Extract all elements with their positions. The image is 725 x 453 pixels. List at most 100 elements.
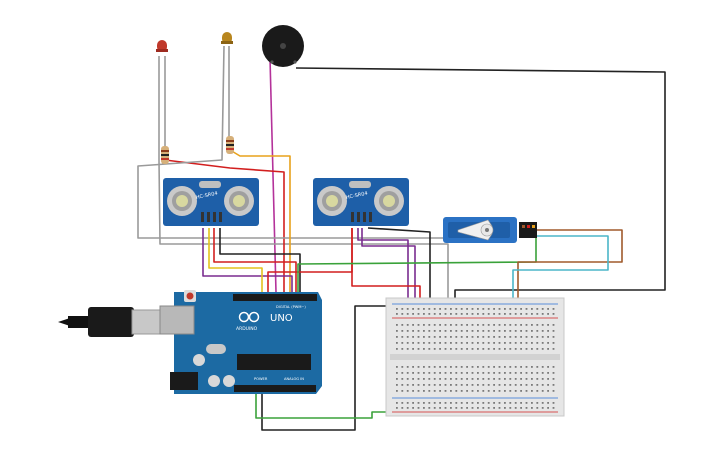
breadboard-hole: [450, 313, 452, 315]
breadboard-hole: [428, 313, 431, 315]
breadboard-hole: [482, 372, 485, 374]
breadboard-hole: [541, 330, 544, 332]
breadboard-hole: [514, 366, 517, 368]
breadboard-hole: [552, 324, 555, 326]
breadboard-hole: [423, 390, 425, 392]
breadboard-hole: [552, 330, 555, 332]
breadboard-hole: [460, 407, 463, 409]
breadboard-hole: [417, 384, 420, 386]
breadboard-hole: [396, 336, 398, 338]
breadboard-hole: [525, 402, 528, 404]
breadboard-hole: [396, 407, 398, 409]
breadboard-hole: [450, 402, 452, 404]
breadboard-hole: [552, 308, 555, 310]
breadboard-hole: [504, 336, 506, 338]
breadboard-hole: [487, 308, 490, 310]
breadboard-hole: [471, 308, 474, 310]
breadboard-hole: [531, 342, 533, 344]
breadboard-hole: [493, 407, 495, 409]
breadboard-hole: [520, 313, 522, 315]
breadboard-hole: [547, 313, 549, 315]
sensor1-purple-wire: [202, 228, 293, 292]
breadboard-hole: [450, 308, 452, 310]
breadboard-hole: [525, 336, 528, 338]
power-pins-label: POWER: [254, 377, 268, 381]
breadboard-hole: [493, 366, 495, 368]
breadboard-hole: [460, 372, 463, 374]
breadboard-hole: [401, 308, 404, 310]
breadboard-hole: [487, 407, 490, 409]
breadboard-hole: [493, 324, 495, 326]
breadboard-hole: [531, 308, 533, 310]
breadboard-hole: [536, 407, 539, 409]
breadboard-hole: [482, 384, 485, 386]
breadboard-hole: [471, 384, 474, 386]
breadboard-hole: [417, 348, 420, 350]
breadboard-hole: [471, 407, 474, 409]
analog-pins-label: ANALOG IN: [284, 377, 304, 381]
breadboard-hole: [531, 324, 533, 326]
breadboard-hole: [547, 384, 549, 386]
breadboard-hole: [477, 384, 479, 386]
breadboard-hole: [417, 324, 420, 326]
breadboard-hole: [433, 336, 436, 338]
breadboard-hole: [541, 372, 544, 374]
breadboard-hole: [498, 313, 501, 315]
breadboard-hole: [396, 324, 398, 326]
breadboard-hole: [541, 390, 544, 392]
breadboard-hole: [433, 313, 436, 315]
breadboard-hole: [552, 372, 555, 374]
breadboard-hole: [444, 342, 447, 344]
breadboard-hole: [439, 366, 441, 368]
breadboard-hole: [525, 324, 528, 326]
breadboard-hole: [509, 378, 512, 380]
breadboard-hole: [487, 384, 490, 386]
breadboard-hole: [520, 342, 522, 344]
breadboard-hole: [531, 384, 533, 386]
resistor1-red-wire: [164, 159, 285, 292]
buzzer-black-wire: [295, 67, 666, 308]
breadboard-hole: [412, 308, 414, 310]
breadboard-hole: [439, 348, 441, 350]
breadboard-hole: [450, 384, 452, 386]
breadboard-hole: [455, 336, 458, 338]
breadboard-hole: [444, 384, 447, 386]
breadboard-holes: [396, 308, 555, 409]
breadboard-hole: [396, 390, 398, 392]
breadboard-hole: [498, 378, 501, 380]
breadboard-hole: [439, 372, 441, 374]
breadboard-hole: [477, 378, 479, 380]
breadboard-hole: [482, 342, 485, 344]
breadboard-hole: [498, 402, 501, 404]
breadboard-hole: [466, 342, 468, 344]
breadboard-hole: [439, 336, 441, 338]
breadboard-hole: [466, 372, 468, 374]
breadboard-hole: [466, 384, 468, 386]
red-led: [156, 40, 168, 52]
breadboard-hole: [514, 336, 517, 338]
breadboard-hole: [460, 313, 463, 315]
breadboard-hole: [525, 378, 528, 380]
breadboard-hole: [401, 378, 404, 380]
resistor-2: [226, 136, 234, 154]
breadboard-hole: [514, 313, 517, 315]
breadboard-hole: [455, 313, 458, 315]
breadboard-hole: [444, 348, 447, 350]
breadboard-hole: [482, 366, 485, 368]
breadboard-hole: [412, 336, 414, 338]
usb-cable: [58, 307, 163, 337]
breadboard-hole: [417, 342, 420, 344]
breadboard-hole: [460, 336, 463, 338]
yellow-led: [221, 32, 233, 44]
breadboard-hole: [417, 330, 420, 332]
sensor-1-label: HC-SR04: [195, 191, 218, 201]
breadboard-hole: [417, 372, 420, 374]
breadboard-hole: [466, 313, 468, 315]
breadboard-hole: [406, 342, 409, 344]
breadboard-hole: [520, 407, 522, 409]
breadboard-hole: [428, 372, 431, 374]
breadboard-hole: [482, 407, 485, 409]
breadboard-hole: [423, 308, 425, 310]
breadboard-hole: [417, 407, 420, 409]
breadboard-hole: [514, 342, 517, 344]
